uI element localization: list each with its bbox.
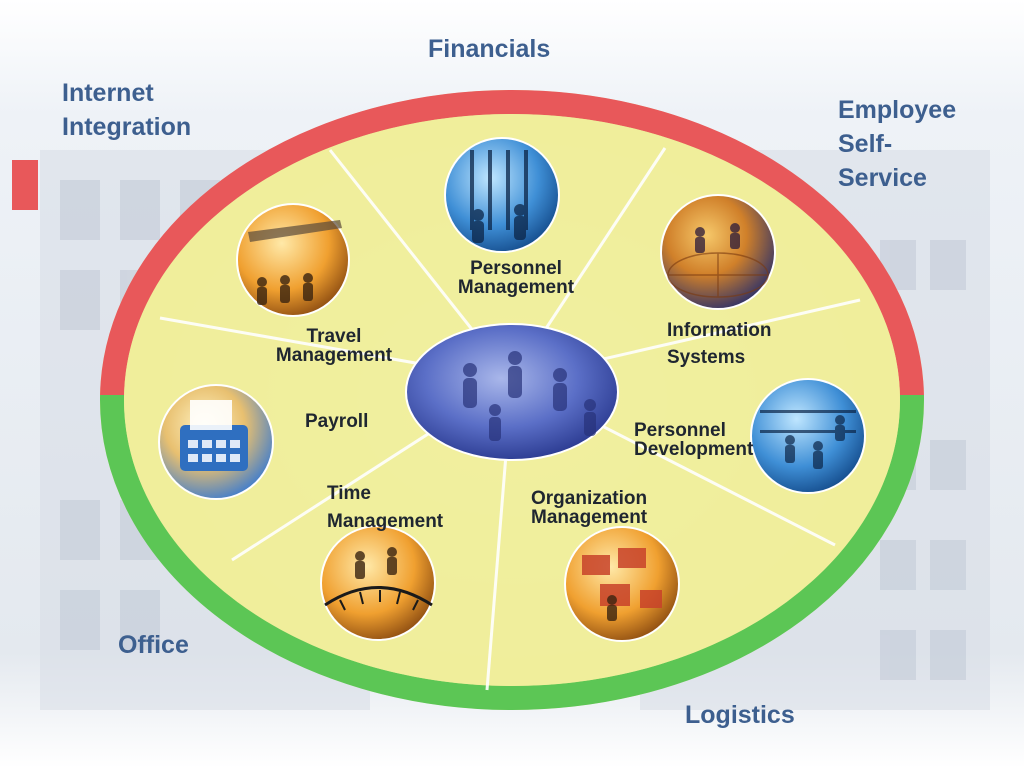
label-personnel-development: Personnel Development [634,420,754,460]
label-time-management: Time Management [327,483,444,532]
label-organization-management: Organization Management [531,488,648,528]
people-hub-icon [405,323,619,461]
label-internet-integration: Internet Integration [62,79,192,141]
label-employee-self-service: Employee Self- Service [838,96,957,192]
clock-people-icon [320,525,436,641]
crowd-photo-icon [444,137,560,253]
label-travel-management: Travel Management [275,326,393,366]
label-office: Office [118,631,189,659]
training-people-icon [750,378,866,494]
label-financials: Financials [428,35,551,63]
label-personnel-management: Personnel Management [457,258,575,298]
label-information-systems: Information Systems [667,320,772,368]
globe-people-icon [660,194,776,310]
label-logistics: Logistics [685,701,795,729]
org-blocks-icon [564,526,680,642]
airplane-travelers-icon [236,203,350,317]
calculator-icon [158,384,274,500]
label-payroll: Payroll [305,411,369,432]
red-tab-marker [12,160,38,210]
